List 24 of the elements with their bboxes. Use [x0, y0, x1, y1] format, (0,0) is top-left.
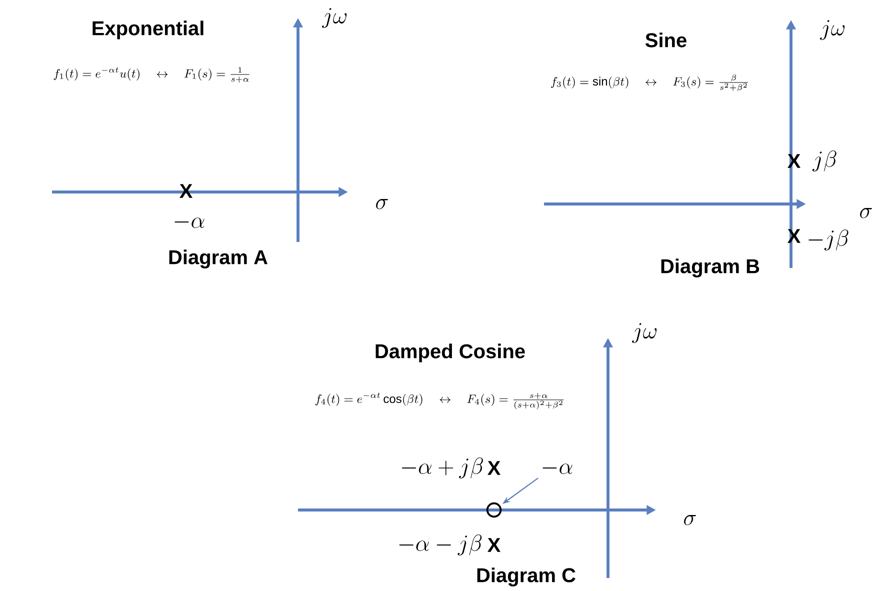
math-label: $\sigma$ [684, 515, 696, 526]
math-label: $-j\beta$ [808, 230, 848, 250]
diagram-caption: Diagram C [477, 568, 576, 586]
math-label: $-\alpha$ [174, 218, 204, 228]
heading: Sine [645, 32, 686, 48]
math-label: $j\omega$ [820, 20, 845, 40]
formula: $f_4(t)=e^{-\alpha t}\cos(\beta t)\quad\leftrightarrow\quad F_4(s)=\frac{s+\alpha}{(s+\alpha)^2+\beta^2}$ [315, 392, 564, 410]
math-label: $-\alpha-j\beta$ [399, 534, 482, 556]
formula: $f_1(t)=e^{-\alpha t}u(t)\quad\leftrightarrow\quad F_1(s)=\frac{1}{s+\alpha}$ [54, 67, 250, 83]
diagram-caption: Diagram B [661, 258, 760, 278]
math-label: $j\omega$ [632, 323, 657, 343]
math-label: $\sigma$ [860, 208, 872, 218]
formula: $f_3(t)=\sin(\beta t)\quad\leftrightarrow\quad F_3(s)=\frac{\beta}{s^2+\beta^2}$ [551, 74, 748, 92]
math-label: $j\beta$ [812, 150, 836, 172]
math-label: $-\alpha+j\beta$ [402, 458, 483, 478]
math-label: $\sigma$ [376, 199, 388, 210]
heading: Exponential [92, 20, 204, 40]
pole-mark: X [488, 538, 500, 552]
math-label: $j\omega$ [322, 8, 347, 28]
diagram-caption: Diagram A [169, 250, 268, 268]
zero-marker [486, 502, 502, 518]
pole-mark: X [488, 461, 500, 475]
heading: Damped Cosine [376, 344, 525, 362]
math-label: $-\alpha$ [542, 464, 572, 474]
